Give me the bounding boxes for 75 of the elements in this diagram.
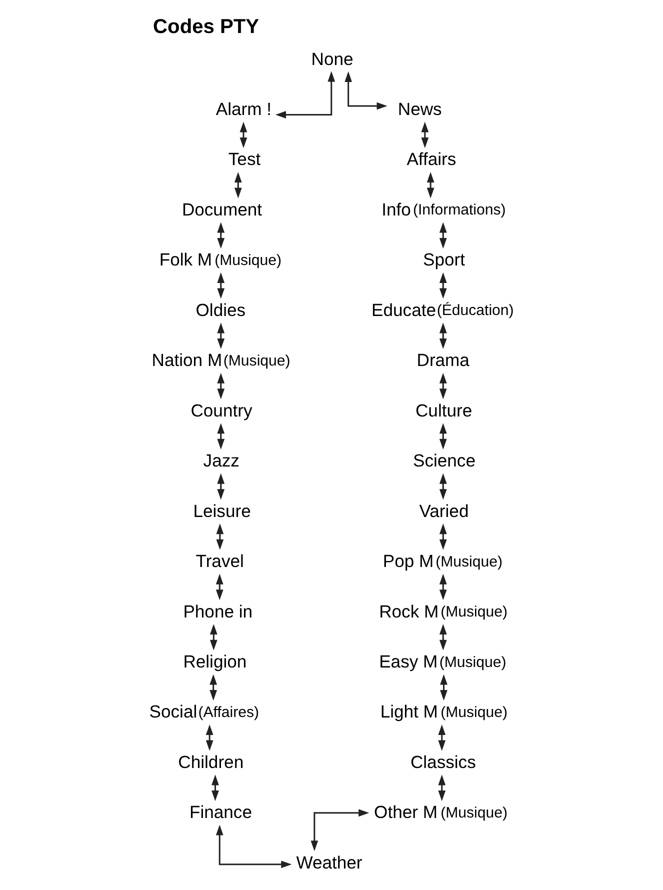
node-text: Varied [418, 500, 468, 521]
node-text: Leisure [192, 500, 250, 521]
node-label: (Musique) [440, 604, 508, 621]
node-text: Light M [380, 702, 438, 722]
arrow [438, 524, 446, 550]
node-text: Country [190, 400, 252, 420]
arrow [209, 674, 217, 701]
arrow [215, 574, 223, 600]
arrow [216, 524, 224, 550]
node-label: (Affaires) [198, 704, 259, 721]
arrow [438, 624, 446, 650]
node-text: Drama [416, 350, 469, 370]
arrow [209, 624, 217, 650]
node-text: Culture [415, 400, 472, 420]
node-label: (Musique) [440, 704, 508, 721]
arrow [216, 222, 224, 249]
node-text: Oldies [195, 300, 246, 320]
node-label: (Musique) [214, 252, 281, 269]
arrow [274, 71, 335, 118]
node-text: Info [381, 199, 410, 220]
node-label: (Musique) [435, 553, 502, 570]
node-text: Science [412, 450, 475, 471]
arrow [344, 71, 387, 110]
arrow [216, 473, 224, 500]
node-label: (Musique) [440, 804, 508, 822]
node-label: (Éducation) [436, 302, 514, 320]
arrow [438, 724, 446, 751]
node-text: Travel [195, 551, 244, 572]
arrow [438, 774, 446, 802]
node-text: Easy M [378, 652, 438, 672]
node-text: Document [181, 199, 262, 220]
node-text: Alarm ! [215, 99, 271, 120]
node-text: Other M [374, 802, 437, 822]
arrow [438, 423, 446, 450]
arrow [438, 322, 446, 350]
node-text: Educate [371, 300, 436, 320]
node-text: None [310, 48, 353, 69]
arrow [215, 824, 292, 868]
node-text: Religion [182, 652, 246, 672]
arrow [310, 809, 369, 852]
node-text: Finance [188, 802, 252, 822]
node-text: Social [148, 702, 197, 722]
arrow [216, 272, 224, 299]
arrow [420, 122, 428, 148]
node-text: Rock M [378, 601, 438, 622]
node-text: News [397, 99, 442, 120]
arrow [205, 724, 213, 751]
diagram-title: Codes PTY [152, 16, 259, 38]
node-text: Affairs [406, 149, 456, 170]
arrow [438, 372, 446, 400]
node-label: (Informations) [412, 202, 506, 219]
arrow [239, 122, 247, 148]
node-text: Phone in [182, 601, 252, 622]
node-text: Nation M [151, 350, 222, 370]
node-text: Pop M [382, 551, 434, 572]
arrow [438, 272, 446, 299]
arrow [438, 222, 446, 249]
node-text: Folk M [158, 250, 212, 270]
arrow [216, 372, 224, 400]
arrow [216, 423, 224, 450]
arrow [440, 674, 447, 701]
node-text: Weather [296, 852, 362, 872]
node-text: Children [178, 752, 244, 772]
node-text: Jazz [202, 450, 239, 471]
node-text: Sport [422, 250, 465, 270]
arrow [438, 574, 446, 600]
node-text: Test [228, 149, 260, 170]
node-text: Classics [410, 752, 476, 772]
arrow [211, 774, 218, 802]
node-label: (Musique) [438, 654, 506, 671]
arrow [234, 172, 242, 198]
arrow [426, 172, 434, 198]
arrow [216, 322, 224, 350]
arrow [438, 473, 446, 500]
node-label: (Musique) [222, 352, 290, 370]
